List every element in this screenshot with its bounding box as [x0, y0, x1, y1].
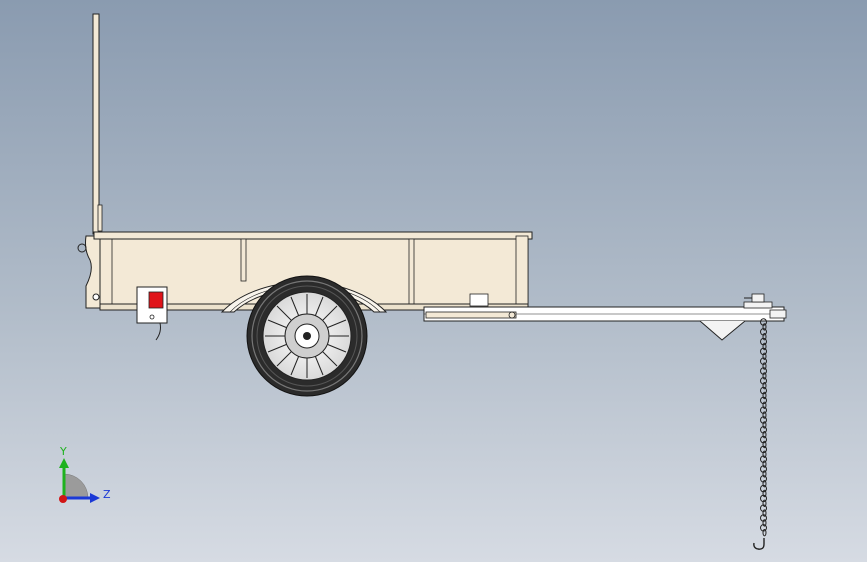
chain-link	[762, 342, 767, 351]
chain-link	[762, 509, 767, 517]
chain-link	[762, 382, 767, 390]
chain-link	[762, 401, 767, 409]
chain-hook	[753, 538, 765, 550]
tongue	[423, 306, 785, 341]
chain-link	[762, 333, 767, 341]
chain-link	[762, 391, 767, 400]
chain-link	[762, 411, 767, 419]
chain-link	[762, 470, 767, 478]
chain-link	[762, 352, 767, 360]
wheel	[246, 275, 368, 397]
chain-link	[762, 440, 767, 449]
chain-link	[762, 489, 767, 498]
chain-link	[762, 362, 767, 370]
chain-link	[762, 450, 767, 458]
chain-link	[762, 519, 767, 527]
coupler	[743, 293, 787, 319]
chain-link	[762, 529, 767, 537]
y-axis-label: Y	[59, 445, 67, 458]
chain-link	[762, 323, 767, 331]
rear-bracket	[77, 235, 104, 309]
z-axis-label: Z	[103, 488, 111, 501]
triad-quadrant	[63, 473, 89, 499]
chain-link	[762, 421, 767, 429]
chain-link	[762, 460, 767, 468]
coordinate-triad[interactable]: Y Z	[59, 445, 111, 503]
chain-link	[762, 480, 767, 488]
chain-link	[762, 431, 767, 439]
z-arrow-icon	[90, 493, 100, 503]
x-axis-dot-icon	[59, 495, 67, 503]
chain-link	[762, 499, 767, 507]
tailgate-post	[92, 13, 103, 235]
y-arrow-icon	[59, 458, 69, 468]
chain-link	[762, 372, 767, 380]
tail-lamp	[136, 286, 168, 341]
safety-chain	[753, 318, 767, 550]
